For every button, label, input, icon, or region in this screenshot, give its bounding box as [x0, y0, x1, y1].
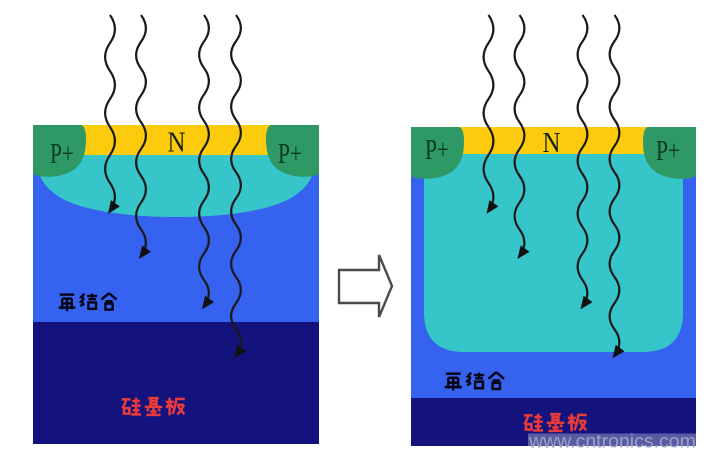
svg-text:N: N [543, 128, 561, 159]
svg-text:P+: P+ [425, 135, 449, 166]
svg-text:N: N [168, 128, 186, 159]
svg-text:www.cntronics.com: www.cntronics.com [528, 431, 696, 453]
svg-text:P+: P+ [50, 139, 74, 170]
svg-text:P+: P+ [278, 139, 302, 170]
svg-text:P+: P+ [656, 136, 680, 167]
